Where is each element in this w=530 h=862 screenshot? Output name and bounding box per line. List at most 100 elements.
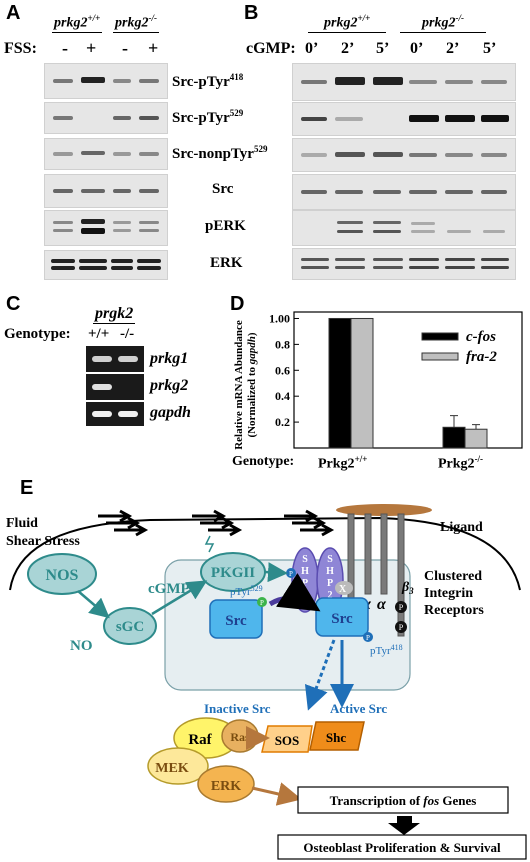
bar-fra-2-1 — [464, 428, 488, 449]
ptyr418-label: pTyr418 — [370, 643, 403, 657]
svg-text:NOS: NOS — [46, 567, 79, 584]
svg-text:H: H — [326, 566, 334, 577]
shear-stress-label: Shear Stress — [6, 534, 80, 549]
panel-a-group-2: prkg2-/- — [113, 13, 159, 33]
row-label-1: Src-pTyr418 — [172, 72, 244, 90]
cgmp-e-label: cGMP — [148, 581, 190, 597]
panel-e-label: E — [20, 477, 34, 499]
ptyr529-label: pTyr529 — [230, 584, 263, 598]
y-tick-label-3: 0.8 — [275, 337, 290, 351]
chart-ylabel-line1: Relative mRNA Abundance — [233, 320, 245, 450]
bar-c-fos-1 — [442, 426, 466, 449]
svg-text:Shc: Shc — [326, 730, 346, 745]
active-src-label: Active Src — [330, 701, 387, 716]
svg-text:P: P — [366, 634, 370, 642]
gene-label-gapdh: gapdh — [150, 404, 191, 421]
svg-text:Src: Src — [225, 613, 247, 629]
fluid-label: Fluid — [6, 516, 38, 531]
fss-label: FSS: — [4, 40, 37, 57]
legend-label-fra-2: fra-2 — [466, 349, 497, 365]
ligand-label: Ligand — [440, 520, 483, 535]
panel-c-genotype-label: Genotype: — [4, 326, 71, 342]
chart-plot-frame — [293, 311, 523, 449]
outcome-label: Osteoblast Proliferation & Survival — [303, 840, 501, 855]
y-tick-label-1: 0.4 — [275, 389, 290, 403]
legend-swatch-fra-2 — [421, 352, 459, 361]
panel-c-genotype-1: +/+ — [88, 326, 110, 342]
bar-c-fos-0 — [328, 317, 352, 449]
cgmp-time-4: 0’ — [410, 40, 424, 57]
y-tick-label-2: 0.6 — [275, 363, 290, 377]
gene-label-prkg1: prkg1 — [150, 350, 189, 367]
svg-text:X: X — [339, 584, 347, 595]
svg-text:SOS: SOS — [275, 733, 300, 748]
fss-sign-2: + — [86, 38, 97, 58]
svg-text:P: P — [302, 578, 308, 589]
blot-b-6 — [292, 248, 516, 280]
fss-sign-4: + — [148, 38, 159, 58]
panel-c-header: prgk2 — [93, 305, 136, 324]
inactive-src-label: Inactive Src — [204, 701, 271, 716]
clustered-label: Clustered — [424, 569, 482, 584]
transcription-label: Transcription of fos Genes — [330, 793, 477, 808]
row-label-2: Src-pTyr529 — [172, 108, 244, 126]
panel-d-category-2: Prkg2-/- — [438, 454, 484, 472]
gene-label-prkg2: prkg2 — [150, 377, 189, 394]
svg-text:S: S — [327, 554, 333, 565]
src-active — [315, 597, 369, 637]
row-label-5: pERK — [205, 218, 246, 234]
svg-text:PKGII: PKGII — [211, 565, 255, 581]
blot-a-6 — [44, 250, 168, 280]
blot-a-4 — [44, 174, 168, 208]
cell-membrane — [9, 516, 521, 591]
cgmp-time-1: 0’ — [305, 40, 319, 57]
blot-b-5 — [292, 210, 516, 246]
svg-text:Ras: Ras — [230, 730, 250, 744]
legend-label-c-fos: c-fos — [466, 329, 496, 345]
panel-d-genotype-label: Genotype: — [232, 454, 295, 469]
sgc-node — [103, 607, 157, 645]
panel-b-group-1: prkg2+/+ — [308, 13, 387, 33]
beta3-right: β3 — [401, 580, 414, 596]
row-label-4: Src — [212, 181, 234, 197]
panel-b-label: B — [244, 2, 259, 24]
cgmp-time-6: 5’ — [483, 40, 497, 57]
erk-node — [197, 765, 255, 803]
svg-text:2: 2 — [328, 590, 333, 601]
blot-b-3 — [292, 138, 516, 172]
no-label: NO — [70, 638, 93, 654]
gel-prkg2 — [86, 374, 144, 400]
panel-b-group-2: prkg2-/- — [400, 13, 486, 33]
y-tick-label-0: 0.2 — [275, 415, 290, 429]
blot-b-2 — [292, 102, 516, 136]
svg-text:P: P — [289, 570, 293, 578]
alpha-right: α — [377, 596, 387, 613]
outcome-box — [277, 834, 527, 860]
gel-gapdh — [86, 402, 144, 426]
bar-fra-2-0 — [350, 317, 374, 449]
panel-c-label: C — [6, 293, 21, 315]
mrna-bar-chart: Relative mRNA Abundance (Normalized to g… — [233, 311, 523, 450]
legend-swatch-c-fos — [421, 332, 459, 341]
shear-arrows — [98, 509, 335, 537]
blot-a-5 — [44, 210, 168, 246]
svg-text:ERK: ERK — [211, 779, 241, 794]
fss-sign-1: - — [62, 38, 68, 58]
src-inactive — [209, 599, 263, 639]
svg-text:MEK: MEK — [155, 761, 189, 776]
row-label-3: Src-nonpTyr529 — [172, 144, 268, 162]
cell-region — [164, 559, 411, 691]
mek-node — [147, 747, 209, 785]
receptors-label: Receptors — [424, 603, 484, 618]
shc-node — [309, 721, 365, 751]
panel-a-label: A — [6, 2, 21, 24]
fss-sign-3: - — [122, 38, 128, 58]
panel-c-genotype-2: -/- — [120, 326, 135, 342]
cgmp-time-2: 2’ — [341, 40, 355, 57]
cgmp-label: cGMP: — [246, 40, 296, 57]
panel-d-label: D — [230, 293, 245, 315]
blot-a-3 — [44, 138, 168, 170]
chart-ylabel-line2: (Normalized to gapdh) — [246, 332, 258, 437]
transcription-box — [297, 786, 509, 814]
ligand — [336, 504, 432, 516]
